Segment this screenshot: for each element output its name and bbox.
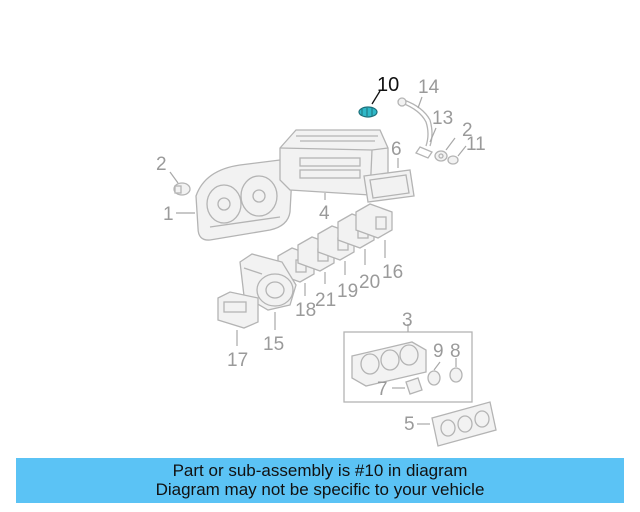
callout-15: 15 <box>263 334 284 355</box>
callout-16: 16 <box>382 262 403 283</box>
callout-18: 18 <box>295 300 316 321</box>
banner-line-part-number: Part or sub-assembly is #10 in diagram <box>172 461 468 480</box>
callout-5: 5 <box>404 414 415 435</box>
control-panel-face-part <box>417 401 497 447</box>
callout-2-right: 2 <box>462 120 473 141</box>
washer-parts <box>434 137 467 165</box>
banner-line-disclaimer: Diagram may not be specific to your vehi… <box>155 480 485 499</box>
bulb-part-10-highlighted <box>358 90 381 118</box>
climate-control-assembly-part <box>343 324 473 403</box>
trim-plate-part <box>363 158 415 203</box>
callout-7: 7 <box>377 379 388 400</box>
callout-3: 3 <box>402 310 413 331</box>
callout-8: 8 <box>450 341 461 362</box>
instrument-cluster-part <box>176 159 293 241</box>
callout-4: 4 <box>319 203 330 224</box>
info-banner: Part or sub-assembly is #10 in diagram D… <box>16 458 624 503</box>
callout-11: 11 <box>466 134 486 155</box>
clip-part <box>415 127 437 159</box>
callout-20: 20 <box>359 272 380 293</box>
callout-2-left: 2 <box>156 154 167 175</box>
callout-21: 21 <box>315 290 336 311</box>
callout-13: 13 <box>432 108 453 129</box>
bulb-part-left <box>169 171 191 196</box>
callout-10: 10 <box>377 74 399 96</box>
switch-part-16 <box>355 203 393 258</box>
callout-14: 14 <box>418 77 440 98</box>
callout-17: 17 <box>227 350 248 371</box>
callout-1: 1 <box>163 204 174 225</box>
callout-9: 9 <box>433 341 444 362</box>
cable-part <box>397 96 433 147</box>
callout-6: 6 <box>391 139 402 160</box>
parts-diagram: 1 2 2 3 4 5 6 7 8 9 10 11 13 14 15 16 17… <box>156 74 497 447</box>
callout-19: 19 <box>337 281 358 302</box>
small-switch-part <box>217 291 259 346</box>
